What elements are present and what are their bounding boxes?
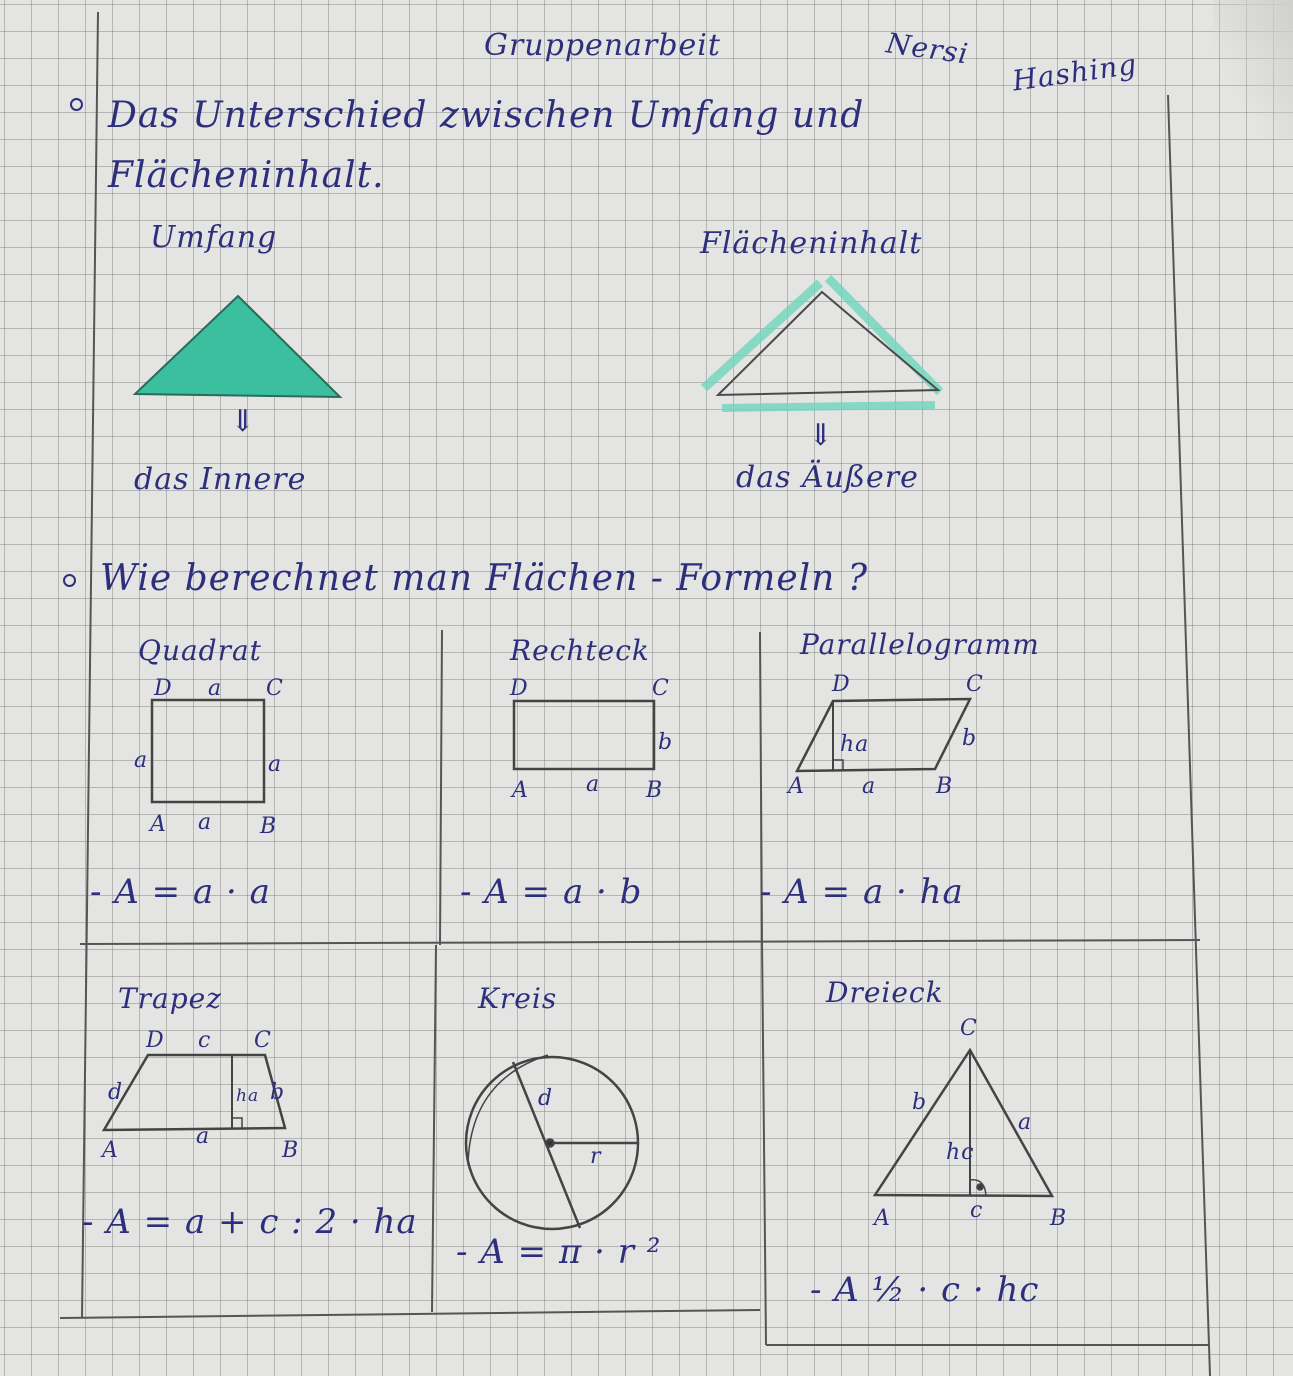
kreis-label-radius: r — [590, 1144, 602, 1169]
quadrat-label-bottom: a — [198, 810, 213, 835]
table-divider-bottom-1 — [431, 944, 437, 1313]
dreieck-label-B: B — [1050, 1206, 1068, 1231]
trapez-label-C: C — [254, 1028, 272, 1053]
rechteck-label-side: b — [658, 730, 674, 755]
arrow-down-icon: ⇓ — [230, 404, 257, 439]
rechteck-label-bottom: a — [586, 772, 601, 797]
quadrat-label-right: a — [268, 752, 283, 777]
trapez-title: Trapez — [118, 982, 222, 1015]
quadrat-label-C: C — [266, 676, 284, 701]
table-middle-rule — [79, 939, 1201, 945]
parallelogramm-figure — [794, 697, 973, 773]
trapez-label-D: D — [146, 1028, 165, 1053]
rechteck-title: Rechteck — [510, 634, 650, 667]
dreieck-figure — [872, 1047, 1055, 1198]
parallelogramm-label-B: B — [936, 774, 954, 799]
parallelogramm-formula: - A = a · ha — [760, 872, 964, 912]
rechteck-formula: - A = a · b — [460, 872, 643, 912]
trapez-figure — [101, 1053, 287, 1132]
table-divider-top-2 — [759, 631, 763, 941]
table-bottom-rule — [59, 1309, 761, 1319]
flaecheninhalt-heading: Flächeninhalt — [700, 226, 923, 261]
umfang-caption: das Innere — [134, 462, 307, 497]
kreis-figure — [464, 1054, 640, 1231]
question-umfang-flaecheninhalt: Das Unterschied zwischen Umfang und Fläc… — [108, 95, 865, 196]
page-frame — [59, 11, 1211, 1376]
parallelogramm-label-D: D — [832, 672, 851, 697]
rechteck-label-B: B — [646, 778, 664, 803]
quadrat-label-top: a — [208, 676, 223, 701]
trapez-label-right: b — [270, 1080, 286, 1105]
rechteck-label-D: D — [510, 676, 529, 701]
bullet-question-1 — [70, 98, 83, 111]
dreieck-title: Dreieck — [826, 976, 944, 1009]
quadrat-title: Quadrat — [138, 634, 262, 667]
parallelogramm-label-bottom: a — [862, 774, 877, 799]
quadrat-formula: - A = a · a — [90, 872, 271, 912]
dreieck-label-right: a — [1018, 1110, 1033, 1135]
trapez-label-height: ha — [236, 1086, 260, 1106]
rechteck-label-A: A — [512, 778, 529, 803]
quadrat-label-A: A — [150, 812, 167, 837]
parallelogramm-label-side: b — [962, 726, 978, 751]
kreis-formula: - A = π · r ² — [456, 1232, 662, 1272]
umfang-triangle — [132, 294, 343, 399]
dreieck-label-height: hc — [946, 1140, 975, 1165]
flaecheninhalt-caption: das Äußere — [736, 460, 919, 495]
kreis-title: Kreis — [478, 982, 558, 1015]
question-formeln: Wie berechnet man Flächen - Formeln ? — [100, 558, 869, 599]
rechteck-figure — [512, 699, 656, 771]
rechteck-label-C: C — [652, 676, 670, 701]
trapez-label-B: B — [282, 1138, 300, 1163]
trapez-label-bottom: a — [196, 1124, 211, 1149]
trapez-label-A: A — [102, 1138, 119, 1163]
kreis-label-diameter: d — [538, 1086, 554, 1111]
quadrat-label-B: B — [260, 814, 278, 839]
dreieck-label-C: C — [960, 1016, 978, 1041]
dreieck-label-bottom: c — [970, 1198, 984, 1223]
table-divider-bottom-2 — [761, 939, 767, 1346]
bullet-question-2 — [63, 574, 76, 587]
parallelogramm-title: Parallelogramm — [800, 628, 1040, 661]
trapez-formula: - A = a + c : 2 · ha — [82, 1202, 418, 1242]
page-curl-shadow — [1213, 0, 1293, 140]
parallelogramm-label-C: C — [966, 672, 984, 697]
table-divider-top-1 — [439, 629, 443, 946]
dreieck-formula: - A ½ · c · hc — [810, 1270, 1040, 1310]
frame-right-border — [1167, 94, 1211, 1376]
quadrat-label-left: a — [134, 748, 149, 773]
dreieck-label-left: b — [912, 1090, 928, 1115]
quadrat-label-D: D — [154, 676, 173, 701]
umfang-heading: Umfang — [150, 220, 278, 255]
parallelogramm-label-height: ha — [840, 732, 870, 757]
parallelogramm-label-A: A — [788, 774, 805, 799]
kreis-center-dot — [545, 1138, 555, 1148]
page-title: Gruppenarbeit — [484, 28, 721, 63]
trapez-label-left: d — [108, 1080, 124, 1105]
arrow-down-icon-2: ⇓ — [808, 418, 835, 453]
trapez-label-top: c — [198, 1028, 212, 1053]
quadrat-figure — [150, 698, 266, 804]
flaecheninhalt-triangle — [700, 274, 944, 412]
dreieck-label-A: A — [874, 1206, 891, 1231]
frame-left-border — [81, 11, 99, 1319]
